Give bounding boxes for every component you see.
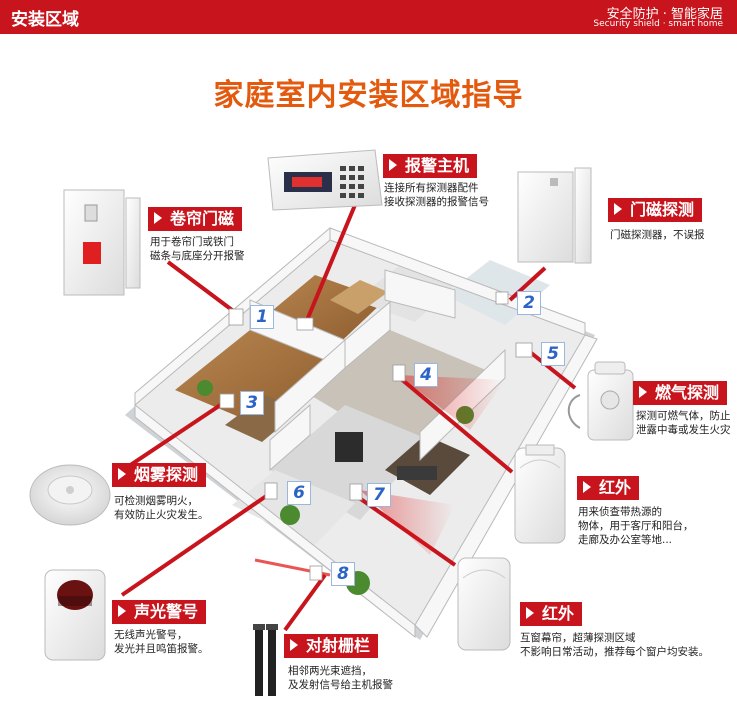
device-desc: 可检测烟雾明火，有效防止火灾发生。: [114, 495, 209, 521]
device-label: 烟雾探测: [112, 463, 207, 487]
section-title: 安装区域: [11, 10, 79, 30]
marker-number: 3: [240, 391, 264, 415]
marker-number: 8: [331, 562, 355, 586]
device-label: 卷帘门磁: [148, 207, 243, 231]
beam-barrier-device: [253, 624, 278, 696]
marker-number: 4: [414, 363, 438, 387]
device-label: 声光警号: [112, 600, 207, 624]
marker-number: 1: [250, 305, 274, 329]
slogan-en: Security shield · smart home: [593, 19, 723, 29]
device-desc: 相邻两光束遮挡，及发射信号给主机报警: [288, 665, 393, 691]
alarm-host-device: [267, 149, 383, 211]
device-desc: 无线声光警号，发光并且鸣笛报警。: [114, 629, 209, 655]
marker-number: 6: [287, 481, 311, 505]
page-title: 家庭室内安装区域指导: [213, 78, 524, 113]
marker-number: 5: [541, 342, 565, 366]
marker-number: 2: [517, 291, 541, 315]
infrared-beam: [398, 375, 505, 430]
rolling-door-sensor-device: [63, 189, 141, 296]
device-desc: 探测可燃气体，防止泄露中毒或发生火灾: [636, 410, 731, 436]
device-label: 燃气探测: [633, 381, 728, 405]
device-desc: 用来侦查带热源的物体，用于客厅和阳台，走廊及办公室等地...: [578, 506, 694, 546]
device-label: 对射栅栏: [284, 634, 379, 658]
infrared-detector-1-device: [514, 444, 566, 544]
marker-number: 7: [367, 483, 391, 507]
header-bar: 安装区域 安全防护 · 智能家居 Security shield · smart…: [0, 0, 737, 34]
device-desc: 互窗幕帘，超薄探测区域不影响日常活动，推荐每个窗户均安装。: [520, 632, 709, 658]
device-desc: 门磁探测器，不误报: [610, 229, 705, 241]
gas-detector-device: [567, 361, 634, 441]
door-sensor-device: [517, 167, 592, 264]
infrared-detector-2-device: [457, 557, 511, 651]
device-label: 红外: [577, 476, 640, 500]
device-label: 门磁探测: [608, 198, 703, 222]
sensor-markers: [219, 291, 533, 581]
device-desc: 用于卷帘门或铁门磁条与底座分开报警: [150, 236, 245, 262]
device-label: 报警主机: [383, 154, 478, 178]
slogan-cn: 安全防护 · 智能家居: [606, 7, 723, 22]
smoke-detector-device: [29, 464, 111, 526]
device-desc: 连接所有探测器配件接收探测器的报警信号: [384, 182, 489, 208]
house-floorplan: [125, 226, 598, 640]
siren-device: [44, 569, 106, 661]
device-label: 红外: [520, 602, 583, 626]
